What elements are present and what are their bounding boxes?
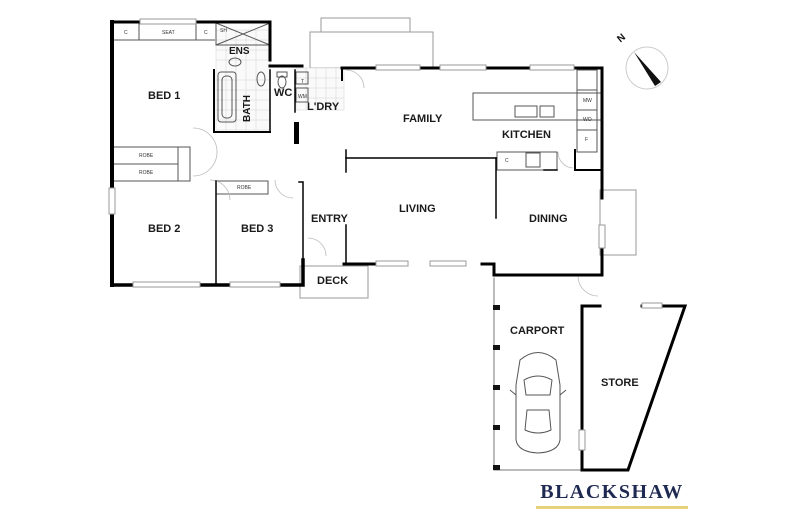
north-compass-icon <box>625 46 669 90</box>
joinery <box>111 22 637 299</box>
room-label-kitchen: KITCHEN <box>502 129 551 141</box>
fixture-label-robe-3: ROBE <box>237 185 252 191</box>
brand-name: BLACKSHAW <box>540 481 684 503</box>
fixture-label-robe-1: ROBE <box>139 153 154 159</box>
windows <box>108 18 663 451</box>
fixture-label-shower: SH <box>220 28 227 34</box>
room-label-dining: DINING <box>529 213 568 225</box>
room-label-bath: BATH <box>242 94 253 122</box>
room-label-laundry: L'DRY <box>307 101 340 113</box>
room-label-entry: ENTRY <box>311 213 348 225</box>
fixture-label-wm: WM <box>298 94 307 100</box>
rear-terrace <box>309 17 434 69</box>
fixture-label-c-right: C <box>204 30 208 36</box>
room-label-ensuite: ENS <box>229 46 250 57</box>
fixture-label-t: T <box>301 79 305 85</box>
room-label-store: STORE <box>601 377 639 389</box>
room-label-family: FAMILY <box>403 113 443 125</box>
brand-logo: BLACKSHAW <box>536 481 688 509</box>
fixture-label-seat: SEAT <box>162 30 175 36</box>
fixture-label-robe-2: ROBE <box>139 170 154 176</box>
wet-area-tiles <box>215 29 345 131</box>
room-label-wc: WC <box>274 87 293 99</box>
carport-posts <box>493 305 500 470</box>
fixture-label-f: F <box>585 137 589 143</box>
room-label-carport: CARPORT <box>510 325 565 337</box>
fixture-label-mw: MW <box>583 98 592 104</box>
door-swings <box>192 69 599 297</box>
brand-underline <box>536 506 688 509</box>
room-label-bed2: BED 2 <box>148 223 181 235</box>
room-label-living: LIVING <box>399 203 436 215</box>
room-label-bed3: BED 3 <box>241 223 274 235</box>
room-label-bed1: BED 1 <box>148 90 181 102</box>
car-icon <box>509 352 567 454</box>
fixture-label-c-kitchen: C <box>505 158 509 164</box>
room-label-deck: DECK <box>317 275 349 287</box>
fixture-label-c-left: C <box>124 30 128 36</box>
fixture-label-wo: WO <box>583 117 592 123</box>
walls <box>110 20 688 472</box>
